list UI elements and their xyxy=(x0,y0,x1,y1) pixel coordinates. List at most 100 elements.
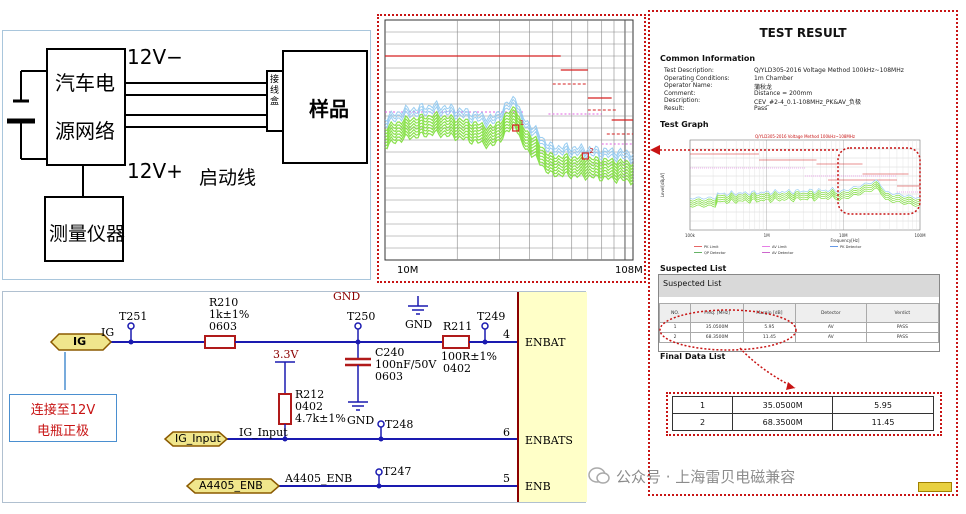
common-fields: Test Description:Q/YLD305-2016 Voltage M… xyxy=(664,67,954,112)
final-frame xyxy=(666,392,942,436)
measurement-trace-b xyxy=(384,95,634,159)
measurement-trace-a xyxy=(384,111,634,174)
watermark-text: 公众号 · 上海雷贝电磁兼容 xyxy=(616,468,796,486)
x-min-tick-label: 10M xyxy=(397,265,419,276)
info-row: Result:Pass xyxy=(664,105,954,113)
marker-label: 2 xyxy=(589,147,593,155)
suspected-col-header: Freq. [MHz] xyxy=(690,303,744,323)
suspected-col-header: Margin [dB] xyxy=(742,303,796,323)
r211-ref: R211 xyxy=(443,320,473,333)
graph-x-tick: 100k xyxy=(685,233,696,238)
legend-entry: QP Detector xyxy=(704,251,726,255)
gnd-right-label: GND xyxy=(405,318,433,331)
info-value: 蒲秋龙 xyxy=(754,84,773,91)
suspected-col-header: Detector xyxy=(794,303,867,323)
final-cell: 11.45 xyxy=(832,413,934,431)
graph-title: Q/YLD305-2016 Voltage Method 100kHz~108M… xyxy=(755,134,855,139)
info-label: Result: xyxy=(664,104,685,112)
c240-package: 0603 xyxy=(375,370,403,383)
x-max-tick-label: 108M xyxy=(615,265,643,276)
net-ig-input: IG_Input xyxy=(239,426,288,439)
info-label: Operating Conditions: xyxy=(664,74,730,82)
suspected-cell: PASS xyxy=(865,332,940,343)
final-cell: 35.0500M xyxy=(732,396,834,414)
lisn-box-label: 接线盒 xyxy=(270,75,280,107)
schematic-wires xyxy=(49,296,517,494)
legend-entry: AV Detector xyxy=(772,251,794,255)
tp-t250: T250 xyxy=(347,310,376,323)
final-cell: 2 xyxy=(671,413,734,431)
info-label: Comment: xyxy=(664,89,696,97)
r211-package: 0402 xyxy=(443,362,471,375)
common-heading: Common Information xyxy=(660,54,756,63)
measurement-trace-a xyxy=(384,123,634,186)
graph-x-tick: 1M xyxy=(764,233,771,238)
measurement-trace-a xyxy=(384,105,634,168)
measurement-trace-a xyxy=(384,120,634,183)
spectrum-plot: 12 xyxy=(384,19,634,261)
r210-package: 0603 xyxy=(209,320,237,333)
info-label: Operator Name: xyxy=(664,82,713,89)
measurement-trace-a xyxy=(384,114,634,177)
legend-entry: AV Limit xyxy=(772,245,787,249)
final-heading: Final Data List xyxy=(660,352,726,361)
net-ig: IG xyxy=(101,326,115,339)
r210-ref: R210 xyxy=(209,296,239,309)
gnd-cap-label: GND xyxy=(347,414,375,427)
suspected-cell: 5.95 xyxy=(742,322,796,333)
suspected-cell: PASS xyxy=(865,322,940,333)
note-line1: 连接至12V xyxy=(30,403,96,418)
port-a4405-enb: A4405_ENB xyxy=(199,479,263,492)
report-title: TEST RESULT xyxy=(759,26,847,40)
info-row: Description:CEV_#2-4_0.1-108MHz_PK&AV_负极 xyxy=(664,97,954,106)
suspected-col-header: Verdict xyxy=(865,303,940,323)
yellow-mark xyxy=(918,482,952,492)
wechat-icon xyxy=(588,466,610,486)
final-cell: 5.95 xyxy=(832,396,934,414)
suspected-col-header: NO. xyxy=(658,303,692,323)
sample-label: 样品 xyxy=(309,97,349,121)
info-value: CEV_#2-4_0.1-108MHz_PK&AV_负极 xyxy=(754,99,861,106)
info-row: Test Description:Q/YLD305-2016 Voltage M… xyxy=(664,67,954,75)
final-cell: 1 xyxy=(671,396,734,414)
suspected-cell: 68.3500M xyxy=(690,332,744,343)
info-row: Operating Conditions:1m Chamber xyxy=(664,75,954,83)
block-diagram: 12V− 12V+ 汽车电 源网络 接线盒 样品 测量仪器 启动线 xyxy=(2,30,371,280)
info-row: Comment: Distance = 200mm xyxy=(664,90,954,98)
info-value: Q/YLD305-2016 Voltage Method 100kHz~108M… xyxy=(754,67,904,74)
measurement-trace-b xyxy=(384,101,634,165)
info-row: Operator Name: 蒲秋龙 xyxy=(664,82,954,91)
suspected-cell: AV xyxy=(794,332,867,343)
pin-4-name: ENBAT xyxy=(525,336,566,349)
v33-label: 3.3V xyxy=(273,348,299,361)
tp-t251: T251 xyxy=(119,310,148,323)
tp-t248: T248 xyxy=(385,418,414,431)
gnd-top-label: GND xyxy=(333,290,361,303)
graph-x-tick: 10M xyxy=(839,233,848,238)
voltage-pos-label: 12V+ xyxy=(127,159,183,183)
port-ig-input: IG_Input xyxy=(175,432,221,445)
c240-value: 100nF/50V xyxy=(375,358,437,371)
network-label-line1: 汽车电 xyxy=(55,71,115,95)
network-label-line2: 源网络 xyxy=(55,119,115,143)
test-report: TEST RESULT Common Information Test Desc… xyxy=(648,10,958,496)
r212-value: 4.7k±1% xyxy=(295,412,346,425)
instrument-label: 测量仪器 xyxy=(49,223,126,245)
suspected-box-title: Suspected List xyxy=(659,275,939,297)
port-ig: IG xyxy=(73,335,87,348)
legend-entry: PK Limit xyxy=(704,245,719,249)
r211-value: 100R±1% xyxy=(441,350,497,363)
pin-6-number: 6 xyxy=(503,426,510,439)
tp-t249: T249 xyxy=(477,310,506,323)
pin-4-number: 4 xyxy=(503,328,510,341)
r212-package: 0402 xyxy=(295,400,323,413)
measurement-trace-b xyxy=(384,98,634,162)
info-value: Distance = 200mm xyxy=(754,89,813,97)
tp-t247: T247 xyxy=(383,465,412,478)
